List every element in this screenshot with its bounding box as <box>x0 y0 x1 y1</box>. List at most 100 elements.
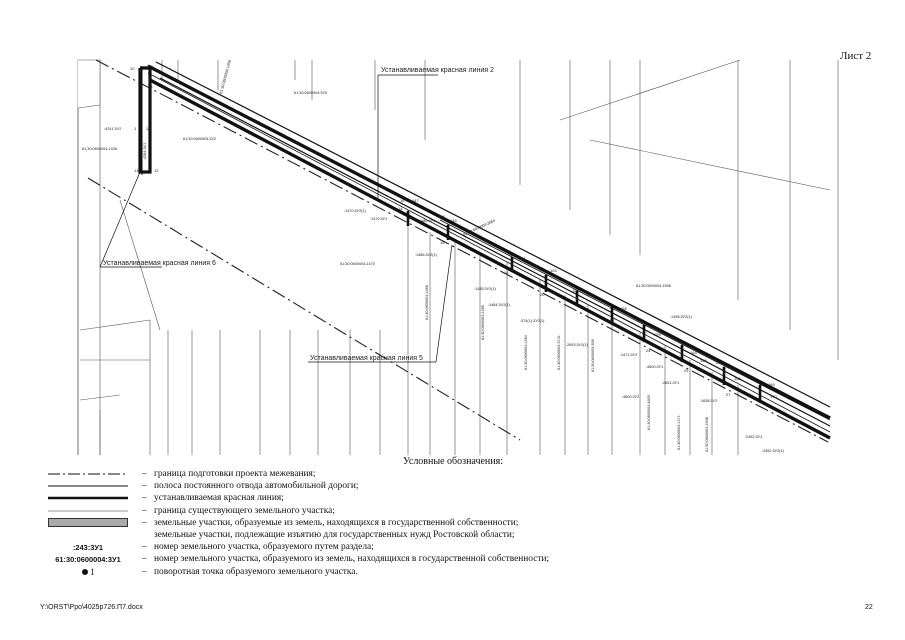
legend-dash: – <box>142 493 147 504</box>
point-number: 12 <box>154 168 159 173</box>
sheet-label: Лист 2 <box>840 50 872 62</box>
legend-row: земельные участки, подлежащие изъятию дл… <box>48 529 668 541</box>
parcel-label: 61:30:0600004:1456 <box>219 60 232 95</box>
state-parcel-number-symbol: 61:30:0600004:3У1 <box>55 554 121 564</box>
legend-desc: устанавливаемая красная линия; <box>154 493 284 504</box>
point-number: 164 <box>690 350 697 355</box>
shaded-swatch <box>48 518 128 528</box>
legend-desc: граница подготовки проекта межевания; <box>154 469 316 480</box>
legend-row: 61:30:0600004:3У1 – номер земельного уча… <box>48 553 668 565</box>
legend-row: – устанавливаемая красная линия; <box>48 492 668 504</box>
callout-red-line-6: Устанавливаемая красная линия 6 <box>103 260 216 267</box>
parcel-label: 61:30:0600004:1485 <box>481 305 485 340</box>
leader-lines <box>99 74 453 363</box>
legend-desc: земельные участки, образуемые из земель,… <box>154 517 519 528</box>
legend-desc: поворотная точка образуемого земельного … <box>154 566 358 577</box>
footer-file-path: Y:\ORST\Ppo\4025p726.П7.docx <box>40 604 143 611</box>
point-number: 145 <box>450 218 457 223</box>
parcel-label: :1486:3У2(1) <box>415 253 438 257</box>
parcel-label: 61:30:0600004:1486 <box>425 285 429 320</box>
parcel-label: :1470:3У1 <box>370 217 387 221</box>
point-number: 159 <box>654 332 661 337</box>
parcel-label: :2651:3У1 <box>662 381 679 385</box>
point-number: 166 <box>734 376 741 381</box>
dash-dot-line-symbol <box>48 473 128 475</box>
parcel-label: 61:30:0600004:1484 <box>524 335 528 370</box>
parcel-label: :2653:3У2(1) <box>566 343 589 347</box>
point-number: 151 <box>519 256 526 261</box>
point-number: 29 <box>716 360 721 365</box>
point-number: 154 <box>572 288 579 293</box>
shaded-area-symbol <box>48 517 128 529</box>
legend-row: – граница существующего земельного участ… <box>48 505 668 517</box>
point-number: 27 <box>726 392 731 397</box>
legend-desc: граница существующего земельного участка… <box>154 505 335 516</box>
callout-red-line-2: Устанавливаемая красная линия 2 <box>381 67 494 74</box>
split-parcel-number-symbol: :243:3У1 <box>72 542 104 552</box>
point-dot-icon <box>82 568 89 575</box>
point-number: 147 <box>412 198 419 203</box>
legend-dash: – <box>142 554 147 565</box>
parcel-label: :1486:3У1 <box>418 219 435 223</box>
legend: – граница подготовки проекта межевания; … <box>48 468 668 578</box>
legend-desc: земельные участки, подлежащие изъятию дл… <box>154 530 515 541</box>
point-number: 169 <box>768 382 775 387</box>
point-symbol-number: 1 <box>90 566 95 577</box>
parcel-label: 61:30:0600004:3У5 <box>294 91 327 95</box>
existing-boundaries <box>77 59 839 455</box>
point-number: 157 <box>608 318 615 323</box>
road-and-red-lines <box>147 61 831 440</box>
legend-dash: – <box>142 542 147 553</box>
legend-dash: – <box>142 481 147 492</box>
parcel-label: :1485:3У2(1) <box>474 287 497 291</box>
point-number: 13 <box>134 168 139 173</box>
parcel-label: :4241:3У2 <box>104 127 121 131</box>
legend-row: – земельные участки, образуемые из земел… <box>48 517 668 529</box>
footer-page-number: 22 <box>865 604 873 611</box>
parcel-label: 61:30:0600004:1556 <box>636 284 671 288</box>
parcel-label: :1398:3У2(1) <box>670 315 693 319</box>
point-number: 16 <box>508 252 513 257</box>
point-number: 15 <box>148 84 153 89</box>
point-number: 20 <box>540 292 545 297</box>
point-numbers: 10 148 15 11 1 13 12 14 16 147 146 145 1… <box>130 64 777 399</box>
legend-row: :243:3У1 – номер земельного участка, обр… <box>48 541 668 553</box>
thin-line-symbol <box>48 485 128 487</box>
hairline-symbol <box>48 510 128 511</box>
left-parcel-outline <box>77 59 101 455</box>
legend-dash: – <box>142 505 147 516</box>
parcel-labels: 61:30:0600004:3У5 61:30:0600004:3У2 61:3… <box>82 60 785 453</box>
parcel-label: 61:30:0600004:3У2 <box>183 137 216 141</box>
parcel-label: :374(1):3У2(1) <box>520 319 545 323</box>
parcel-label: :1484:3У2(1) <box>488 303 511 307</box>
parcel-label: :1638:3У2 <box>700 399 717 403</box>
cadastral-map: Устанавливаемая красная линия 2 Устанавл… <box>77 59 839 455</box>
legend-row: – полоса постоянного отвода автомобильно… <box>48 480 668 492</box>
turning-point-symbol: 1 <box>48 566 128 578</box>
legend-row: 1 – поворотная точка образуемого земельн… <box>48 566 668 578</box>
point-number: 165 <box>700 358 707 363</box>
legend-dash: – <box>142 469 147 480</box>
parcel-label: :2452:3У2(1) <box>762 449 785 453</box>
point-number: 170 <box>770 394 777 399</box>
point-number: 1 <box>134 126 137 131</box>
point-number: 158 <box>620 306 627 311</box>
parcel-label: :4284:3У1 <box>143 143 147 160</box>
point-number: 11 <box>146 126 151 131</box>
parcel-label: :2452:3У1 <box>745 435 762 439</box>
point-number: 146 <box>438 214 445 219</box>
point-number: 148 <box>146 64 153 69</box>
point-number: 14 <box>398 206 403 211</box>
parcel-label: :4600:3У1 <box>646 365 663 369</box>
project-boundary-lines <box>87 59 829 443</box>
parcel-label: 61:30:0600004:1336 <box>82 147 117 151</box>
thick-line-symbol <box>48 497 128 500</box>
legend-dash: – <box>142 517 147 528</box>
parcel-label: :1471:3У2 <box>620 353 637 357</box>
legend-desc: полоса постоянного отвода автомобильной … <box>154 481 359 492</box>
parcel-label: :4600:3У2 <box>622 395 639 399</box>
callout-red-line-5: Устанавливаемая красная линия 5 <box>310 355 423 362</box>
turning-points <box>148 66 762 388</box>
cut-lines <box>406 212 762 402</box>
parcel-label: 61:30:0600004:4600 <box>647 395 651 430</box>
